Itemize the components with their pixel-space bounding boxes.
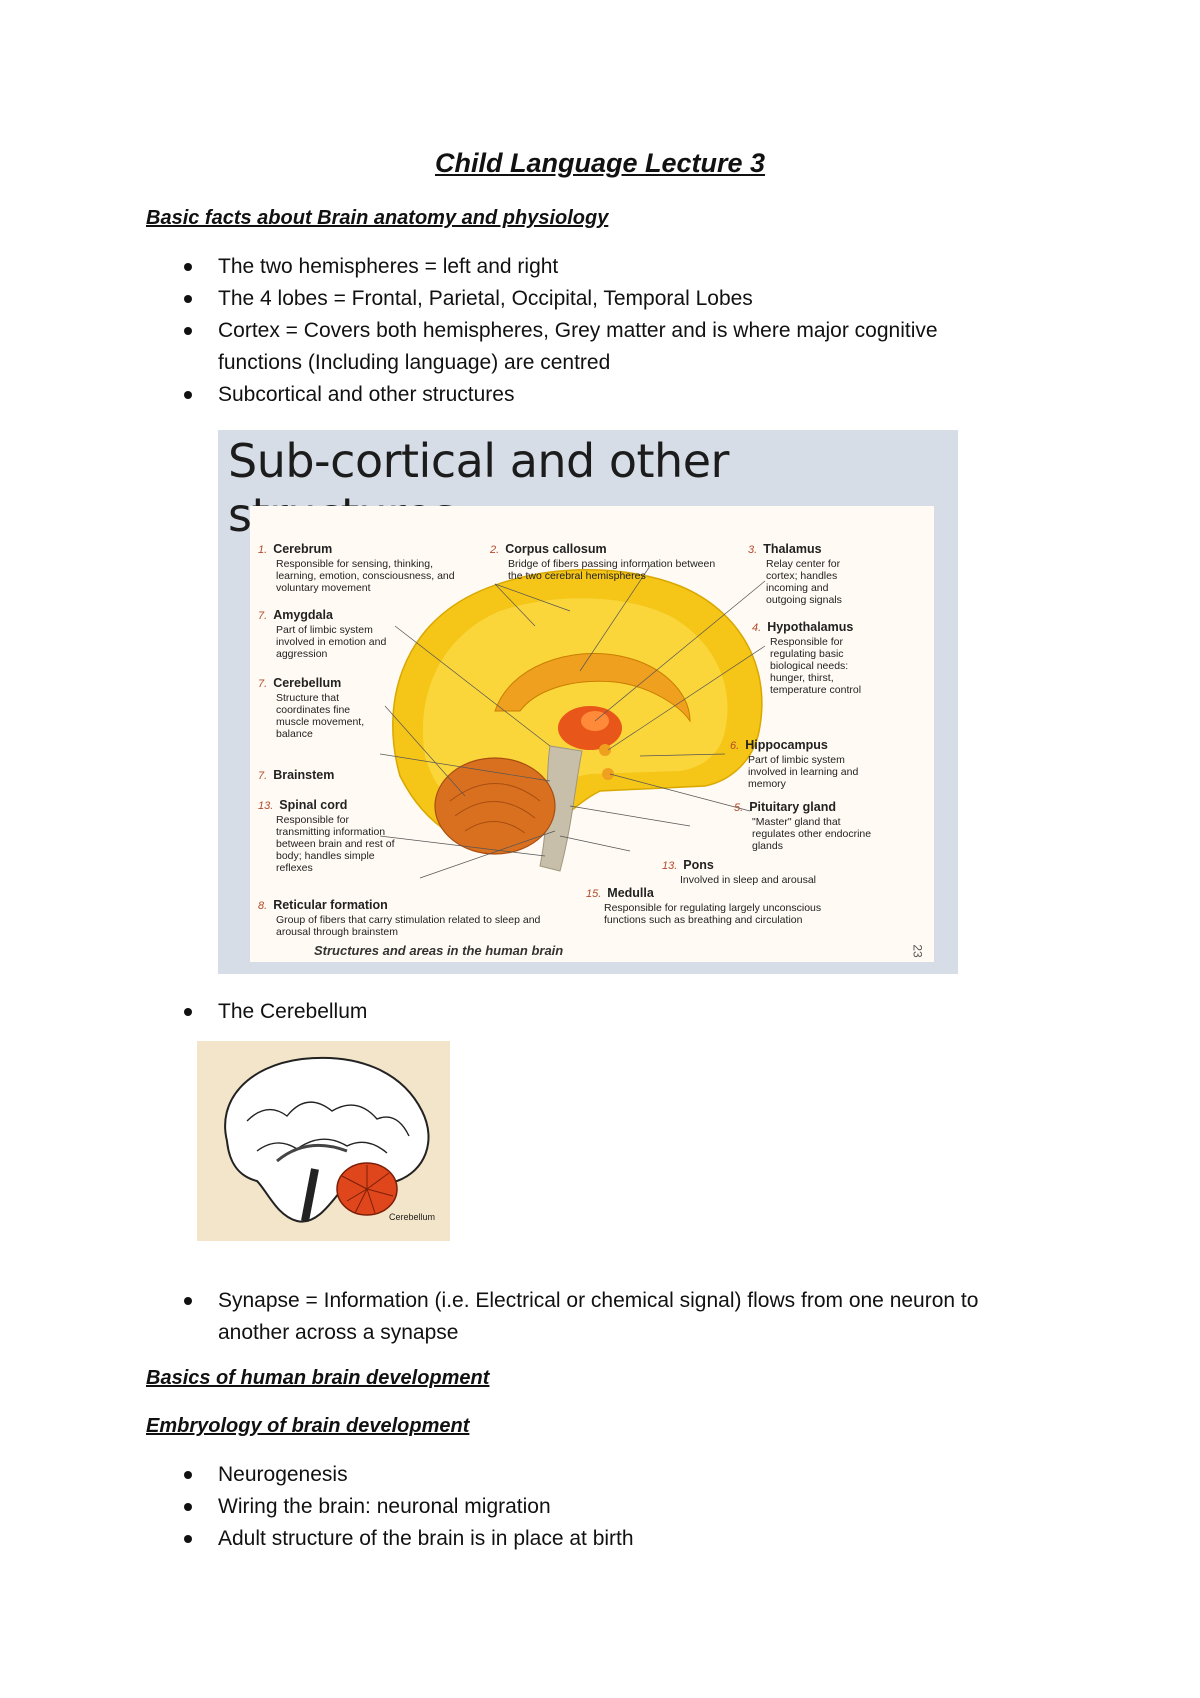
label-hippocampus: 6.Hippocampus Part of limbic system invo… [730,738,859,790]
section-heading-anatomy: Basic facts about Brain anatomy and phys… [146,207,609,229]
label-medulla: 15.Medulla Responsible for regulating la… [586,886,822,926]
hypothalamus-shape [599,744,611,756]
pituitary-shape [602,768,614,780]
list-item: The Cerebellum [146,996,1046,1028]
list-item: Synapse = Information (i.e. Electrical o… [146,1285,998,1349]
label-corpus-callosum: 2.Corpus callosum Bridge of fibers passi… [490,542,716,582]
anatomy-bullet-list: The two hemispheres = left and right The… [146,251,1046,411]
label-cerebrum: 1.Cerebrum Responsible for sensing, thin… [258,542,455,594]
cerebellum-bullet-list: The Cerebellum [146,996,1046,1028]
list-item: Adult structure of the brain is in place… [146,1523,1046,1555]
label-amygdala: 7.Amygdala Part of limbic system involve… [258,608,387,660]
synapse-bullet-list: Synapse = Information (i.e. Electrical o… [146,1285,1046,1349]
label-hypothalamus: 4.Hypothalamus Responsible for regulatin… [752,620,862,696]
list-item: Neurogenesis [146,1459,1046,1491]
label-cerebellum: 7.Cerebellum Structure that coordinates … [258,676,365,740]
figure-caption: Structures and areas in the human brain [314,943,564,958]
list-item: The 4 lobes = Frontal, Parietal, Occipit… [146,283,1046,315]
figure-panel: 1.Cerebrum Responsible for sensing, thin… [250,506,934,962]
section-heading-embryology: Embryology of brain development [146,1415,470,1437]
label-thalamus: 3.Thalamus Relay center for cortex; hand… [748,542,842,606]
label-spinal-cord: 13.Spinal cord Responsible for transmitt… [258,798,395,874]
list-item: Cortex = Covers both hemispheres, Grey m… [146,315,978,379]
cerebellum-shape [434,757,556,855]
subcortical-structures-figure: Sub-cortical and other structures [218,430,958,974]
document-title: Child Language Lecture 3 [434,148,766,178]
section-heading-development: Basics of human brain development [146,1367,490,1389]
corpus-callosum-shape [494,652,691,723]
cerebellum-label: Cerebellum [389,1212,436,1222]
brainstem-shape [539,745,583,872]
brain-illustration [379,565,766,879]
label-pons: 13.Pons Involved in sleep and arousal [662,858,817,886]
list-item: The two hemispheres = left and right [146,251,1046,283]
cerebellum-figure: Cerebellum [197,1041,450,1241]
label-brainstem: 7.Brainstem [258,768,335,782]
cerebellum-illustration [224,1056,430,1223]
label-pituitary-gland: 5.Pituitary gland "Master" gland that re… [734,800,872,852]
embryology-bullet-list: Neurogenesis Wiring the brain: neuronal … [146,1459,1046,1555]
list-item: Wiring the brain: neuronal migration [146,1491,1046,1523]
label-reticular-formation: 8.Reticular formation Group of fibers th… [258,898,541,938]
figure-page-number: 23 [910,944,925,958]
list-item: Subcortical and other structures [146,379,1046,411]
